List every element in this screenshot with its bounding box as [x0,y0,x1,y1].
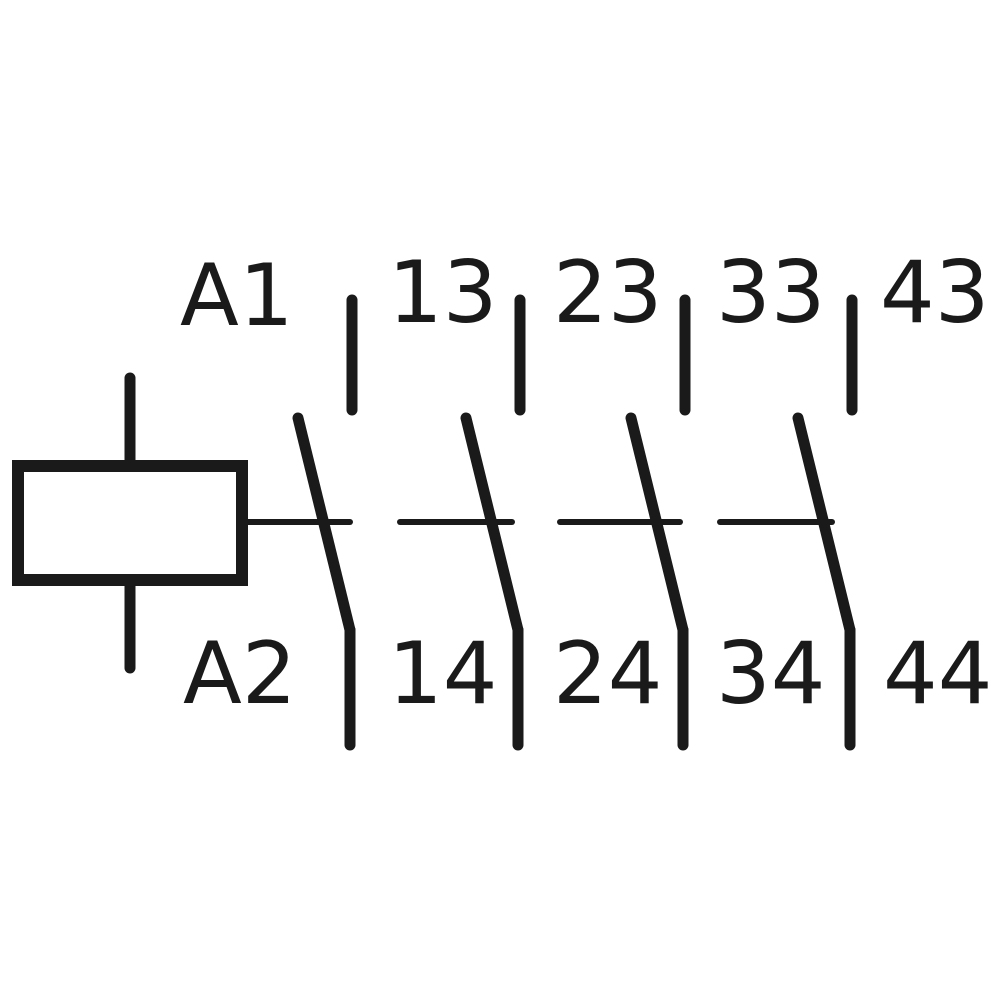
contact-terminal-33: 33 [716,243,825,343]
contact-terminal-14: 14 [388,624,497,724]
contact-blade [460,412,524,636]
contact-blade [792,412,856,636]
contact-terminal-34: 34 [716,624,825,724]
contact-terminal-13: 13 [388,243,497,343]
contact-blade [292,412,356,636]
contact-33-34: 33 34 [625,243,825,751]
coil-terminal-a1: A1 [180,246,294,346]
contact-terminal-23: 23 [553,243,662,343]
contact-23-24: 23 24 [460,243,662,751]
coil-terminal-a2: A2 [183,624,297,724]
contact-terminal-44: 44 [883,624,992,724]
coil: A1 A2 [12,246,297,724]
contact-terminal-43: 43 [880,243,989,343]
contact-terminal-24: 24 [553,624,662,724]
coil-body [12,460,248,586]
contact-13-14: 13 14 [292,243,497,751]
contact-43-44: 43 44 [792,243,992,751]
contact-blade [625,412,689,636]
